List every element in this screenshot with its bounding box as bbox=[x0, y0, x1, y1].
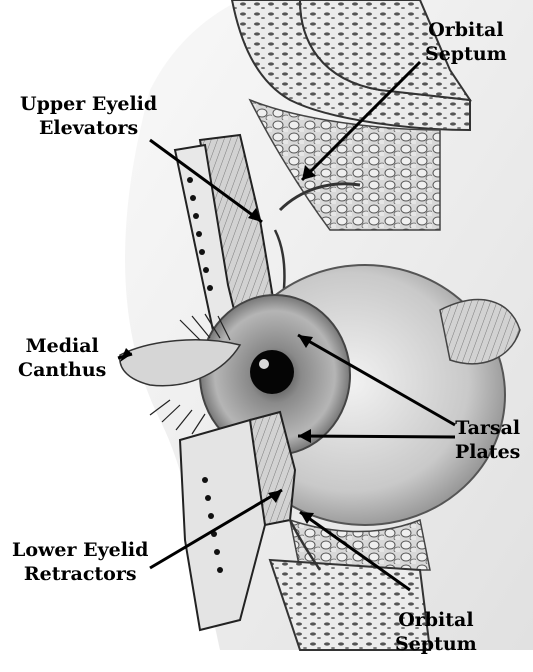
label-line: Upper Eyelid bbox=[20, 92, 157, 116]
label-line: Lower Eyelid bbox=[12, 538, 148, 562]
label-line: Septum bbox=[395, 632, 477, 656]
label-line: Plates bbox=[455, 440, 520, 464]
arrow-tarsal-lower bbox=[298, 436, 455, 437]
label-upper-eyelid-elevators: Upper Eyelid Elevators bbox=[20, 92, 157, 140]
label-medial-canthus: Medial Canthus bbox=[18, 334, 106, 382]
label-tarsal-plates: Tarsal Plates bbox=[455, 416, 520, 464]
label-orbital-septum-top: Orbital Septum bbox=[425, 18, 507, 66]
label-line: Orbital bbox=[395, 608, 477, 632]
pupil bbox=[250, 350, 294, 394]
label-line: Elevators bbox=[20, 116, 157, 140]
label-orbital-septum-bottom: Orbital Septum bbox=[395, 608, 477, 656]
label-line: Canthus bbox=[18, 358, 106, 382]
pupil-highlight bbox=[259, 359, 269, 369]
label-line: Tarsal bbox=[455, 416, 520, 440]
label-lower-eyelid-retractors: Lower Eyelid Retractors bbox=[12, 538, 148, 586]
label-line: Retractors bbox=[12, 562, 148, 586]
label-line: Medial bbox=[18, 334, 106, 358]
label-line: Septum bbox=[425, 42, 507, 66]
label-line: Orbital bbox=[425, 18, 507, 42]
